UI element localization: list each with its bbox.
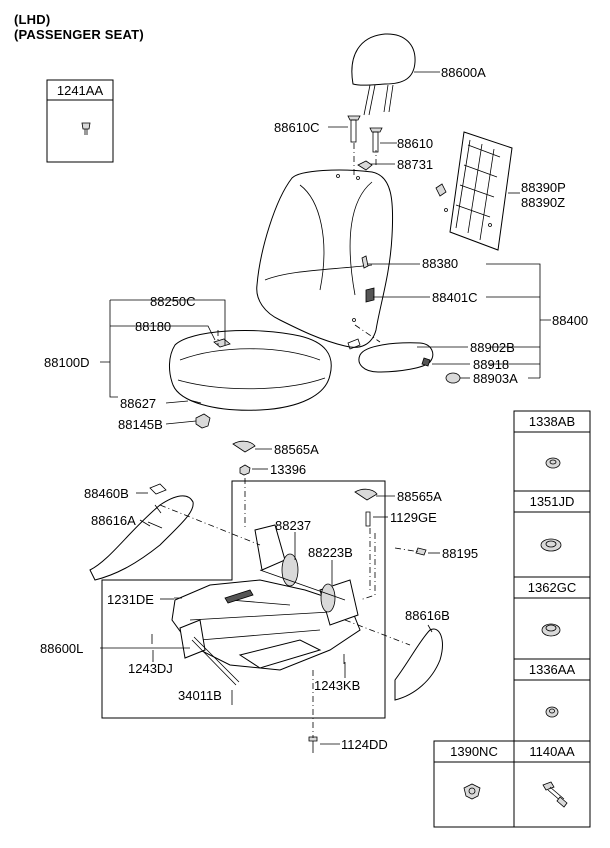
- label-1243KB: 1243KB: [314, 678, 360, 693]
- label-88616A: 88616A: [91, 513, 136, 528]
- label-88250C: 88250C: [150, 294, 196, 309]
- label-88380: 88380: [422, 256, 458, 271]
- seat-frame: [171, 524, 361, 671]
- label-88195: 88195: [442, 546, 478, 561]
- grommet-icon: [541, 623, 561, 637]
- label-88223B: 88223B: [308, 545, 353, 560]
- label-88600L: 88600L: [40, 641, 83, 656]
- box-1390NC-title: 1390NC: [450, 744, 498, 759]
- label-88902B: 88902B: [470, 340, 515, 355]
- label-88600A: 88600A: [441, 65, 486, 80]
- label-88390P: 88390P: [521, 180, 566, 195]
- headrest: [351, 33, 416, 116]
- screws-frame: [151, 597, 345, 753]
- box-1241AA-title: 1241AA: [57, 83, 104, 98]
- torsion-rod: [191, 636, 240, 686]
- label-88100D: 88100D: [44, 355, 90, 370]
- clip-icon: [81, 122, 91, 135]
- seat-cushion: [169, 330, 332, 411]
- header-lhd: (LHD): [14, 12, 51, 27]
- dash-lines: [159, 140, 421, 738]
- label-1231DE: 1231DE: [107, 592, 154, 607]
- header-passenger-seat: (PASSENGER SEAT): [14, 27, 144, 42]
- washer-icon: [540, 538, 562, 552]
- part-labels: 88600A 88610C 88610 88731 88390P 88390Z …: [40, 65, 588, 752]
- label-88180: 88180: [135, 319, 171, 334]
- label-1243DJ: 1243DJ: [128, 661, 173, 676]
- label-34011B: 34011B: [178, 688, 222, 703]
- label-1124DD: 1124DD: [341, 737, 388, 752]
- box-1362GC-title: 1362GC: [528, 580, 576, 595]
- label-1129GE: 1129GE: [390, 510, 437, 525]
- label-88400: 88400: [552, 313, 588, 328]
- box-1390NC-1140AA: 1390NC 1140AA: [433, 740, 591, 828]
- box-1351JD-title: 1351JD: [530, 494, 575, 509]
- box-1336AA-title: 1336AA: [529, 662, 576, 677]
- box-1241AA: 1241AA: [46, 79, 114, 163]
- armrest: [358, 342, 461, 384]
- label-88401C: 88401C: [432, 290, 478, 305]
- box-1140AA-title: 1140AA: [529, 744, 575, 759]
- side-shield-right: [394, 628, 443, 701]
- label-88390Z: 88390Z: [521, 195, 565, 210]
- label-88903A: 88903A: [473, 371, 518, 386]
- clip-nut-icon: [463, 783, 481, 800]
- box-1351JD: 1351JD: [513, 490, 591, 578]
- box-1336AA: 1336AA: [513, 658, 591, 742]
- box-1362GC: 1362GC: [513, 576, 591, 660]
- label-88918: 88918: [473, 357, 509, 372]
- label-88610C: 88610C: [274, 120, 320, 135]
- label-88616B: 88616B: [405, 608, 450, 623]
- headrest-guides: [347, 115, 383, 171]
- nut-icon: [545, 457, 561, 469]
- label-88237: 88237: [275, 518, 311, 533]
- label-88565A-upper: 88565A: [274, 442, 319, 457]
- label-88565A-lower: 88565A: [397, 489, 442, 504]
- side-shield-left: [89, 483, 194, 581]
- bolt-icon: [542, 781, 568, 808]
- small-nut-icon: [545, 706, 559, 718]
- label-88731: 88731: [397, 157, 433, 172]
- small-parts-cushion: [188, 399, 427, 556]
- label-88460B: 88460B: [84, 486, 129, 501]
- leader-lines: [100, 71, 551, 745]
- label-88145B: 88145B: [118, 417, 163, 432]
- box-1338AB: 1338AB: [513, 410, 591, 492]
- label-88627: 88627: [120, 396, 156, 411]
- box-1338AB-title: 1338AB: [529, 414, 575, 429]
- seat-back-board: [435, 131, 513, 251]
- label-13396: 13396: [270, 462, 306, 477]
- label-88610: 88610: [397, 136, 433, 151]
- seat-back: [256, 169, 394, 350]
- frame-88600L: [101, 480, 386, 719]
